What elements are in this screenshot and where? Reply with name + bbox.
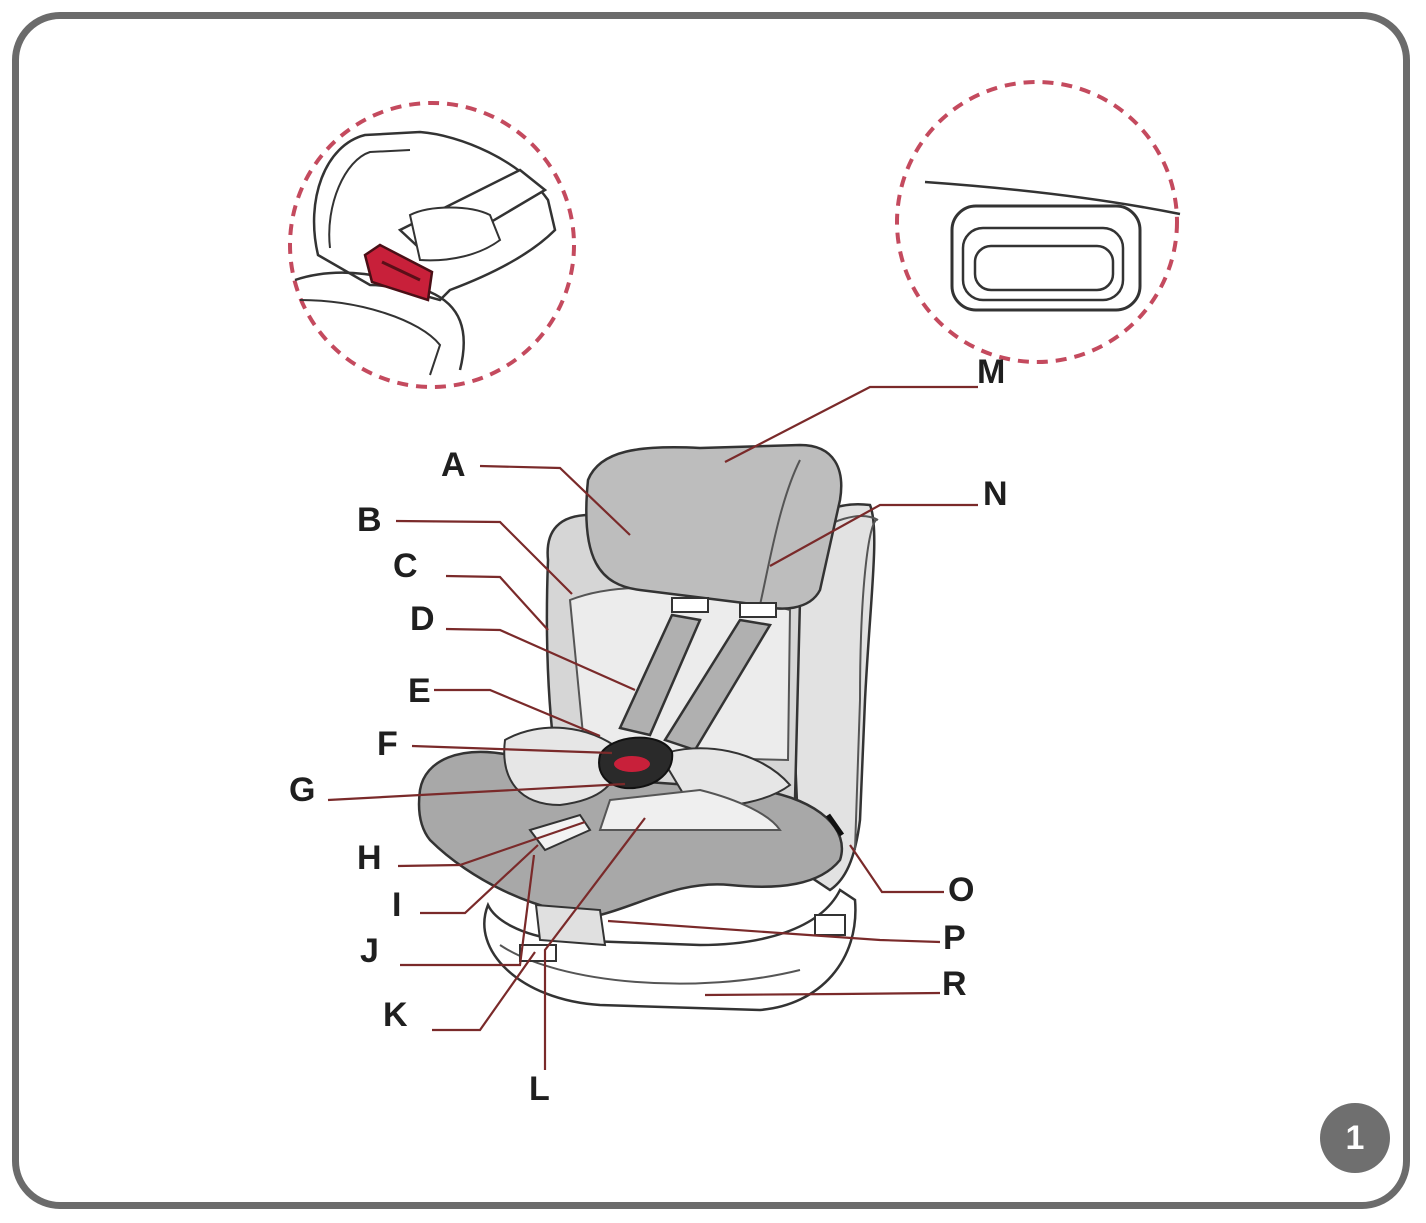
label-B: B [357,501,382,539]
leader-A [479,464,631,536]
label-P: P [943,919,966,957]
leader-G [327,782,626,802]
leader-E [434,688,601,738]
leader-F [411,744,613,755]
label-J: J [360,932,379,970]
label-D: D [410,600,435,638]
leader-K [432,951,536,1032]
leader-M [724,385,978,463]
label-I: I [392,886,402,924]
leader-I [420,844,539,915]
leader-H [397,820,586,868]
car-seat-illustration [417,443,879,1012]
label-M: M [977,353,1006,391]
detail-circle-slot [895,80,1181,364]
leader-D [445,627,636,692]
leader-R [704,991,941,997]
label-F: F [377,725,398,763]
label-K: K [383,996,408,1034]
label-A: A [441,446,466,484]
page-number: 1 [1345,1118,1365,1157]
label-O: O [948,871,975,909]
page-number-badge: 1 [1320,1103,1390,1173]
label-N: N [983,475,1008,513]
leader-N [769,503,978,567]
leader-lines [327,385,978,1070]
label-G: G [289,771,316,809]
leader-P [607,919,941,944]
label-E: E [408,672,431,710]
leader-J [400,854,536,967]
label-C: C [393,547,418,585]
leader-O [849,844,944,894]
detail-circle-buckle [288,101,576,389]
leader-C [445,574,549,631]
figure-frame [12,12,1410,1209]
leader-B [395,519,573,595]
label-H: H [357,839,382,877]
leader-L [543,817,646,1070]
label-L: L [529,1070,550,1108]
label-R: R [942,965,967,1003]
